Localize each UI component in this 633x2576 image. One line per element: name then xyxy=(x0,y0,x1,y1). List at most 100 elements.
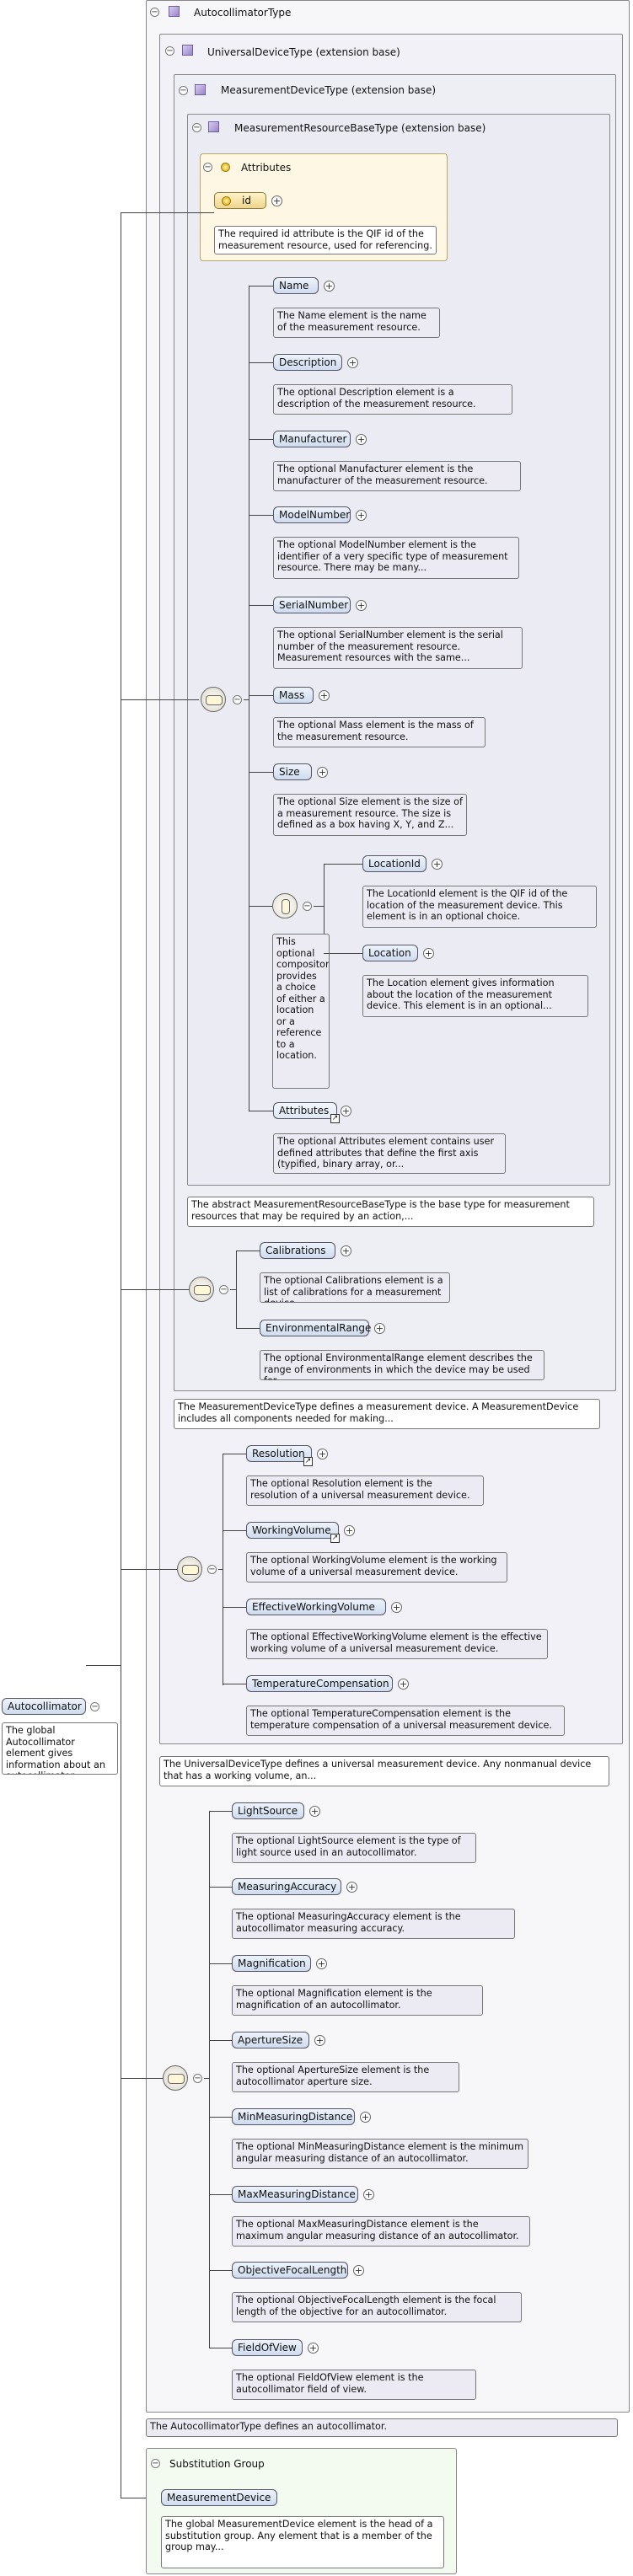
element-temperature-compensation[interactable]: TemperatureCompensation xyxy=(246,1675,393,1692)
connector-line xyxy=(209,2040,232,2041)
connector-line xyxy=(324,864,362,865)
collapse-toggle-icon[interactable]: − xyxy=(151,2459,160,2468)
connector-line xyxy=(209,2270,232,2271)
link-icon[interactable]: ↗ xyxy=(330,1114,340,1123)
element-location-id-doc: The LocationId element is the QIF id of … xyxy=(362,886,597,928)
measurement-resource-base-type-title: MeasurementResourceBaseType (extension b… xyxy=(234,122,486,134)
connector-line xyxy=(249,286,273,287)
root-element-doc: The global Autocollimator element gives … xyxy=(2,1722,118,1775)
expand-plus-icon[interactable]: + xyxy=(317,1449,328,1459)
connector-line xyxy=(249,772,273,773)
element-resource-attributes-doc: The optional Attributes element contains… xyxy=(273,1133,506,1174)
element-effective-working-volume[interactable]: EffectiveWorkingVolume xyxy=(246,1599,386,1615)
element-max-measuring-distance[interactable]: MaxMeasuringDistance xyxy=(232,2186,358,2203)
complex-type-icon xyxy=(182,45,193,56)
universal-device-type-title: UniversalDeviceType (extension base) xyxy=(207,46,400,58)
expand-plus-icon[interactable]: + xyxy=(356,600,367,611)
collapse-toggle-icon[interactable]: − xyxy=(203,163,212,172)
attribute-id[interactable]: id xyxy=(214,192,266,209)
element-mass[interactable]: Mass xyxy=(273,687,314,704)
element-working-volume[interactable]: WorkingVolume xyxy=(246,1522,339,1539)
expand-plus-icon[interactable]: + xyxy=(356,434,367,445)
collapse-toggle-icon[interactable]: − xyxy=(179,86,188,95)
root-element-autocollimator[interactable]: Autocollimator xyxy=(2,1698,86,1715)
collapse-toggle-icon[interactable]: − xyxy=(193,2074,202,2083)
connector-line xyxy=(209,1811,232,1812)
element-name[interactable]: Name xyxy=(273,277,319,294)
element-light-source-doc: The optional LightSource element is the … xyxy=(232,1833,476,1863)
element-light-source[interactable]: LightSource xyxy=(232,1802,304,1819)
element-location[interactable]: Location xyxy=(362,945,418,961)
expand-plus-icon[interactable]: + xyxy=(324,281,335,292)
collapse-toggle-icon[interactable]: − xyxy=(165,46,174,56)
element-calibrations[interactable]: Calibrations xyxy=(260,1242,335,1259)
element-description[interactable]: Description xyxy=(273,354,342,371)
expand-plus-icon[interactable]: + xyxy=(271,195,282,206)
substitution-element-measurement-device[interactable]: MeasurementDevice xyxy=(161,2489,277,2506)
expand-plus-icon[interactable]: + xyxy=(317,767,328,778)
expand-plus-icon[interactable]: + xyxy=(391,1602,402,1613)
resource-base-type-doc: The abstract MeasurementResourceBaseType… xyxy=(187,1197,594,1227)
expand-plus-icon[interactable]: + xyxy=(346,1882,357,1893)
expand-plus-icon[interactable]: + xyxy=(308,2343,319,2354)
complex-type-icon xyxy=(169,6,180,17)
connector-line xyxy=(230,1289,237,1290)
collapse-toggle-icon[interactable]: − xyxy=(303,902,312,911)
expand-plus-icon[interactable]: + xyxy=(319,690,330,701)
connector-line xyxy=(121,1569,177,1570)
element-min-measuring-distance[interactable]: MinMeasuringDistance xyxy=(232,2108,355,2125)
expand-plus-icon[interactable]: + xyxy=(344,1525,355,1536)
expand-plus-icon[interactable]: + xyxy=(374,1323,385,1334)
element-max-measuring-distance-doc: The optional MaxMeasuringDistance elemen… xyxy=(232,2216,530,2247)
collapse-toggle-icon[interactable]: − xyxy=(90,1702,99,1711)
expand-plus-icon[interactable]: + xyxy=(316,1958,327,1969)
expand-plus-icon[interactable]: + xyxy=(423,948,434,959)
link-icon[interactable]: ↗ xyxy=(303,1457,313,1466)
connector-line xyxy=(223,1530,246,1531)
expand-plus-icon[interactable]: + xyxy=(347,357,358,368)
element-working-volume-doc: The optional WorkingVolume element is th… xyxy=(246,1552,507,1583)
device-type-doc: The MeasurementDeviceType defines a meas… xyxy=(174,1399,600,1429)
expand-plus-icon[interactable]: + xyxy=(353,2265,364,2276)
element-aperture-size-doc: The optional ApertureSize element is the… xyxy=(232,2062,459,2092)
element-manufacturer[interactable]: Manufacturer xyxy=(273,431,351,447)
element-description-doc: The optional Description element is a de… xyxy=(273,384,512,415)
link-icon[interactable]: ↗ xyxy=(330,1534,340,1543)
expand-plus-icon[interactable]: + xyxy=(363,2189,374,2200)
element-name-doc: The Name element is the name of the meas… xyxy=(273,308,440,338)
attribute-id-doc: The required id attribute is the QIF id … xyxy=(214,226,437,254)
expand-plus-icon[interactable]: + xyxy=(341,1245,351,1256)
connector-line xyxy=(324,864,325,953)
expand-plus-icon[interactable]: + xyxy=(356,510,367,521)
element-location-id[interactable]: LocationId xyxy=(362,855,426,872)
expand-plus-icon[interactable]: + xyxy=(309,1806,320,1817)
element-resolution[interactable]: Resolution xyxy=(246,1445,312,1462)
expand-plus-icon[interactable]: + xyxy=(432,859,443,870)
attribute-group-icon xyxy=(221,163,230,172)
expand-plus-icon[interactable]: + xyxy=(398,1679,409,1690)
element-size[interactable]: Size xyxy=(273,763,312,780)
connector-line xyxy=(249,605,273,606)
element-model-number[interactable]: ModelNumber xyxy=(273,506,351,523)
connector-line xyxy=(121,2078,163,2079)
expand-plus-icon[interactable]: + xyxy=(341,1106,351,1117)
connector-line xyxy=(249,362,273,363)
element-aperture-size[interactable]: ApertureSize xyxy=(232,2032,309,2048)
collapse-toggle-icon[interactable]: − xyxy=(219,1285,228,1294)
element-field-of-view[interactable]: FieldOfView xyxy=(232,2339,303,2356)
element-magnification-doc: The optional Magnification element is th… xyxy=(232,1985,483,2016)
element-measuring-accuracy[interactable]: MeasuringAccuracy xyxy=(232,1878,341,1895)
element-resource-attributes[interactable]: Attributes xyxy=(273,1102,337,1119)
element-environmental-range[interactable]: EnvironmentalRange xyxy=(260,1320,371,1336)
collapse-toggle-icon[interactable]: − xyxy=(192,123,201,132)
connector-line xyxy=(209,1963,232,1964)
expand-plus-icon[interactable]: + xyxy=(360,2112,371,2123)
expand-plus-icon[interactable]: + xyxy=(314,2035,325,2046)
element-magnification[interactable]: Magnification xyxy=(232,1955,311,1972)
collapse-toggle-icon[interactable]: − xyxy=(233,695,242,704)
collapse-toggle-icon[interactable]: − xyxy=(150,8,159,17)
element-objective-focal-length[interactable]: ObjectiveFocalLength xyxy=(232,2262,348,2279)
collapse-toggle-icon[interactable]: − xyxy=(207,1565,217,1574)
element-serial-number[interactable]: SerialNumber xyxy=(273,597,351,613)
element-calibrations-doc: The optional Calibrations element is a l… xyxy=(260,1272,450,1303)
